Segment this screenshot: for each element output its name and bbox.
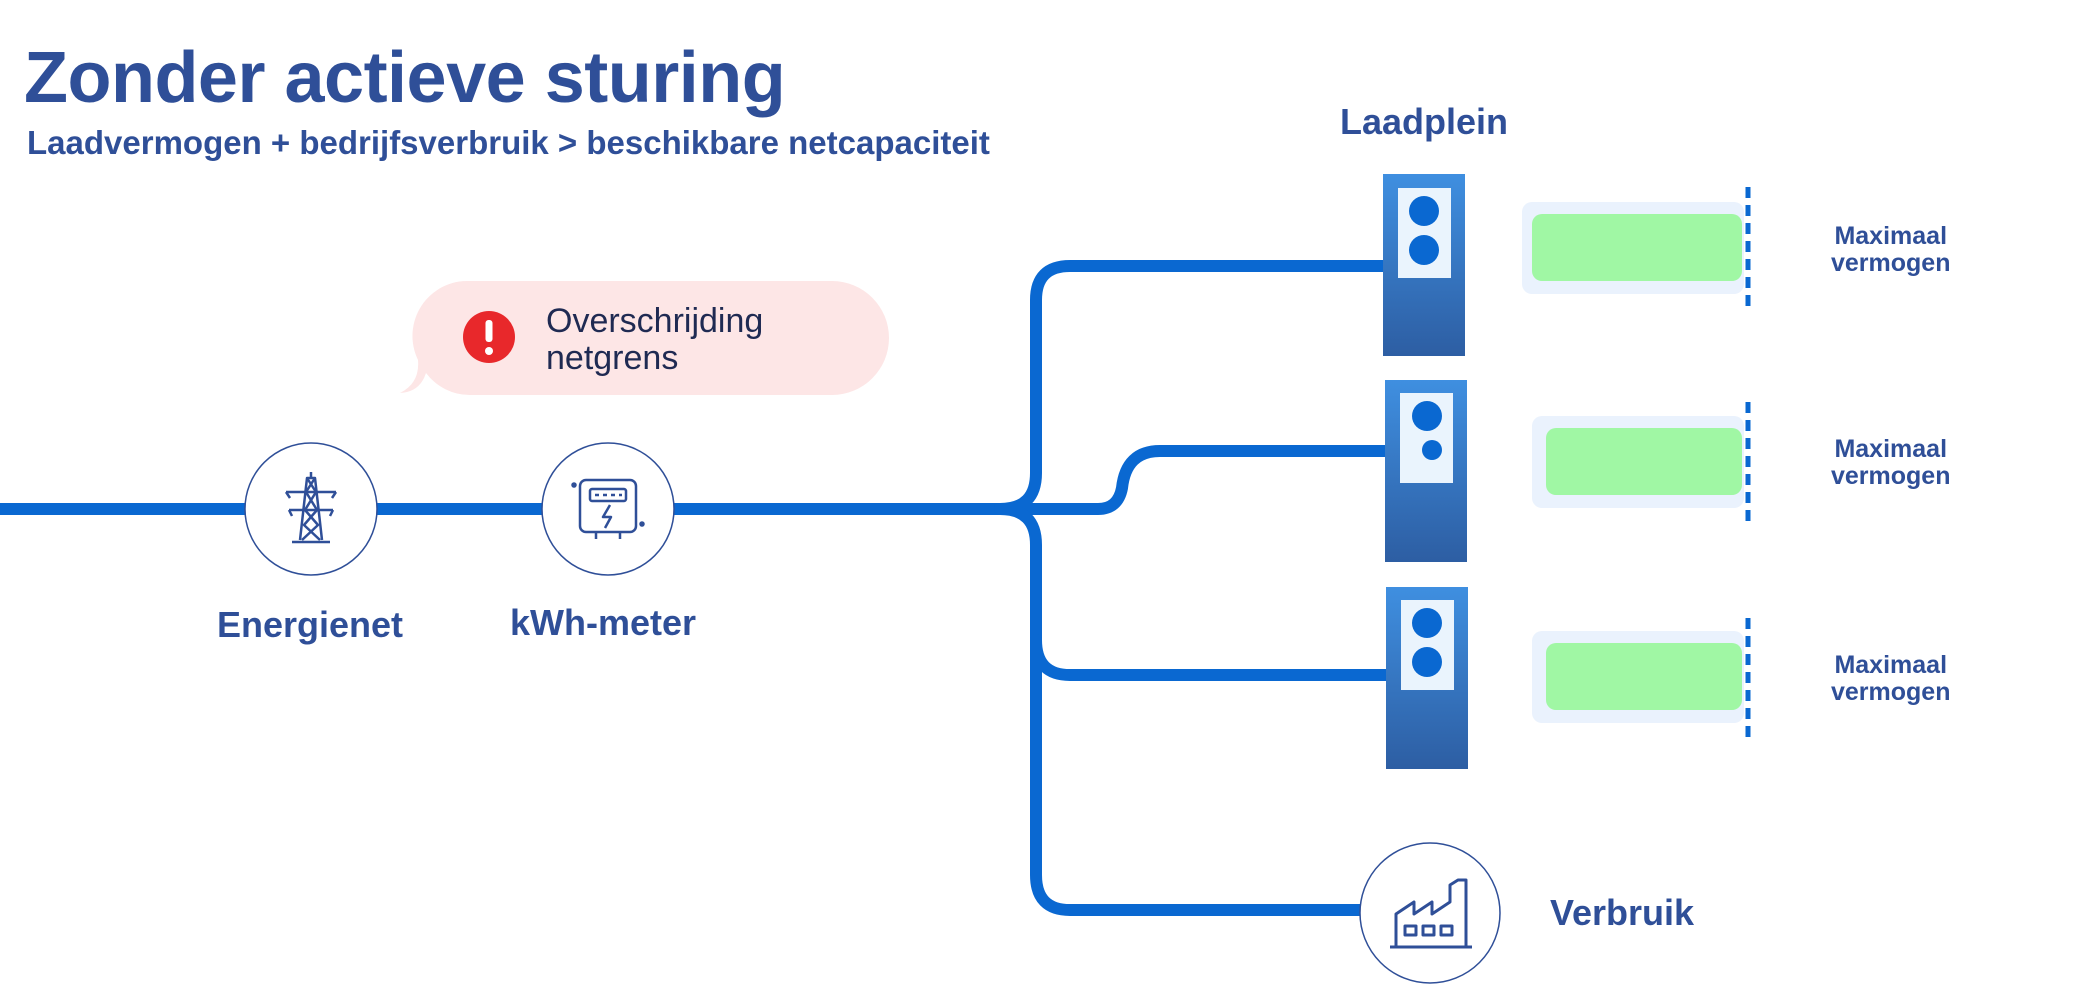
load-bar-fill	[1532, 214, 1742, 281]
charger-load-2	[1532, 402, 1751, 524]
transmission-tower-icon	[284, 472, 338, 544]
page-subtitle: Laadvermogen + bedrijfsverbruik > beschi…	[27, 124, 990, 161]
max-power-line-2: vermogen	[1831, 461, 1951, 490]
load-bar-fill	[1546, 643, 1742, 710]
max-power-label-3: Maximaal vermogen	[1831, 652, 1950, 706]
charger-load-1	[1522, 187, 1751, 308]
alert-callout	[400, 280, 889, 395]
meter-label: kWh-meter	[510, 602, 697, 643]
charging-station-2[interactable]	[1385, 380, 1467, 562]
alert-message: Overschrijding netgrens	[546, 302, 764, 378]
power-lines	[0, 260, 1396, 916]
max-power-label-2: Maximaal vermogen	[1831, 436, 1950, 490]
consumption-label: Verbruik	[1550, 892, 1695, 933]
exclamation-icon	[463, 311, 515, 363]
charger-load-3	[1532, 618, 1751, 740]
page-title: Zonder actieve sturing	[24, 38, 786, 118]
plaza-label: Laadplein	[1340, 101, 1509, 142]
factory-icon	[1390, 878, 1472, 949]
alert-line-2: netgrens	[546, 339, 679, 378]
max-power-line-1: Maximaal	[1834, 651, 1948, 679]
max-power-line-1: Maximaal	[1834, 435, 1948, 463]
max-power-line-2: vermogen	[1831, 248, 1951, 277]
load-bar-fill	[1546, 428, 1742, 495]
max-power-label-1: Maximaal vermogen	[1831, 223, 1950, 277]
charging-station-3[interactable]	[1386, 587, 1468, 769]
electricity-meter-icon	[571, 478, 645, 539]
consumption-node[interactable]	[1359, 842, 1501, 984]
charging-station-1[interactable]	[1383, 174, 1465, 356]
grid-label: Energienet	[217, 604, 404, 645]
max-power-line-1: Maximaal	[1834, 222, 1948, 250]
meter-node[interactable]	[541, 442, 675, 576]
grid-node[interactable]	[244, 442, 378, 576]
alert-line-1: Overschrijding	[546, 302, 764, 340]
max-power-line-2: vermogen	[1831, 677, 1951, 706]
